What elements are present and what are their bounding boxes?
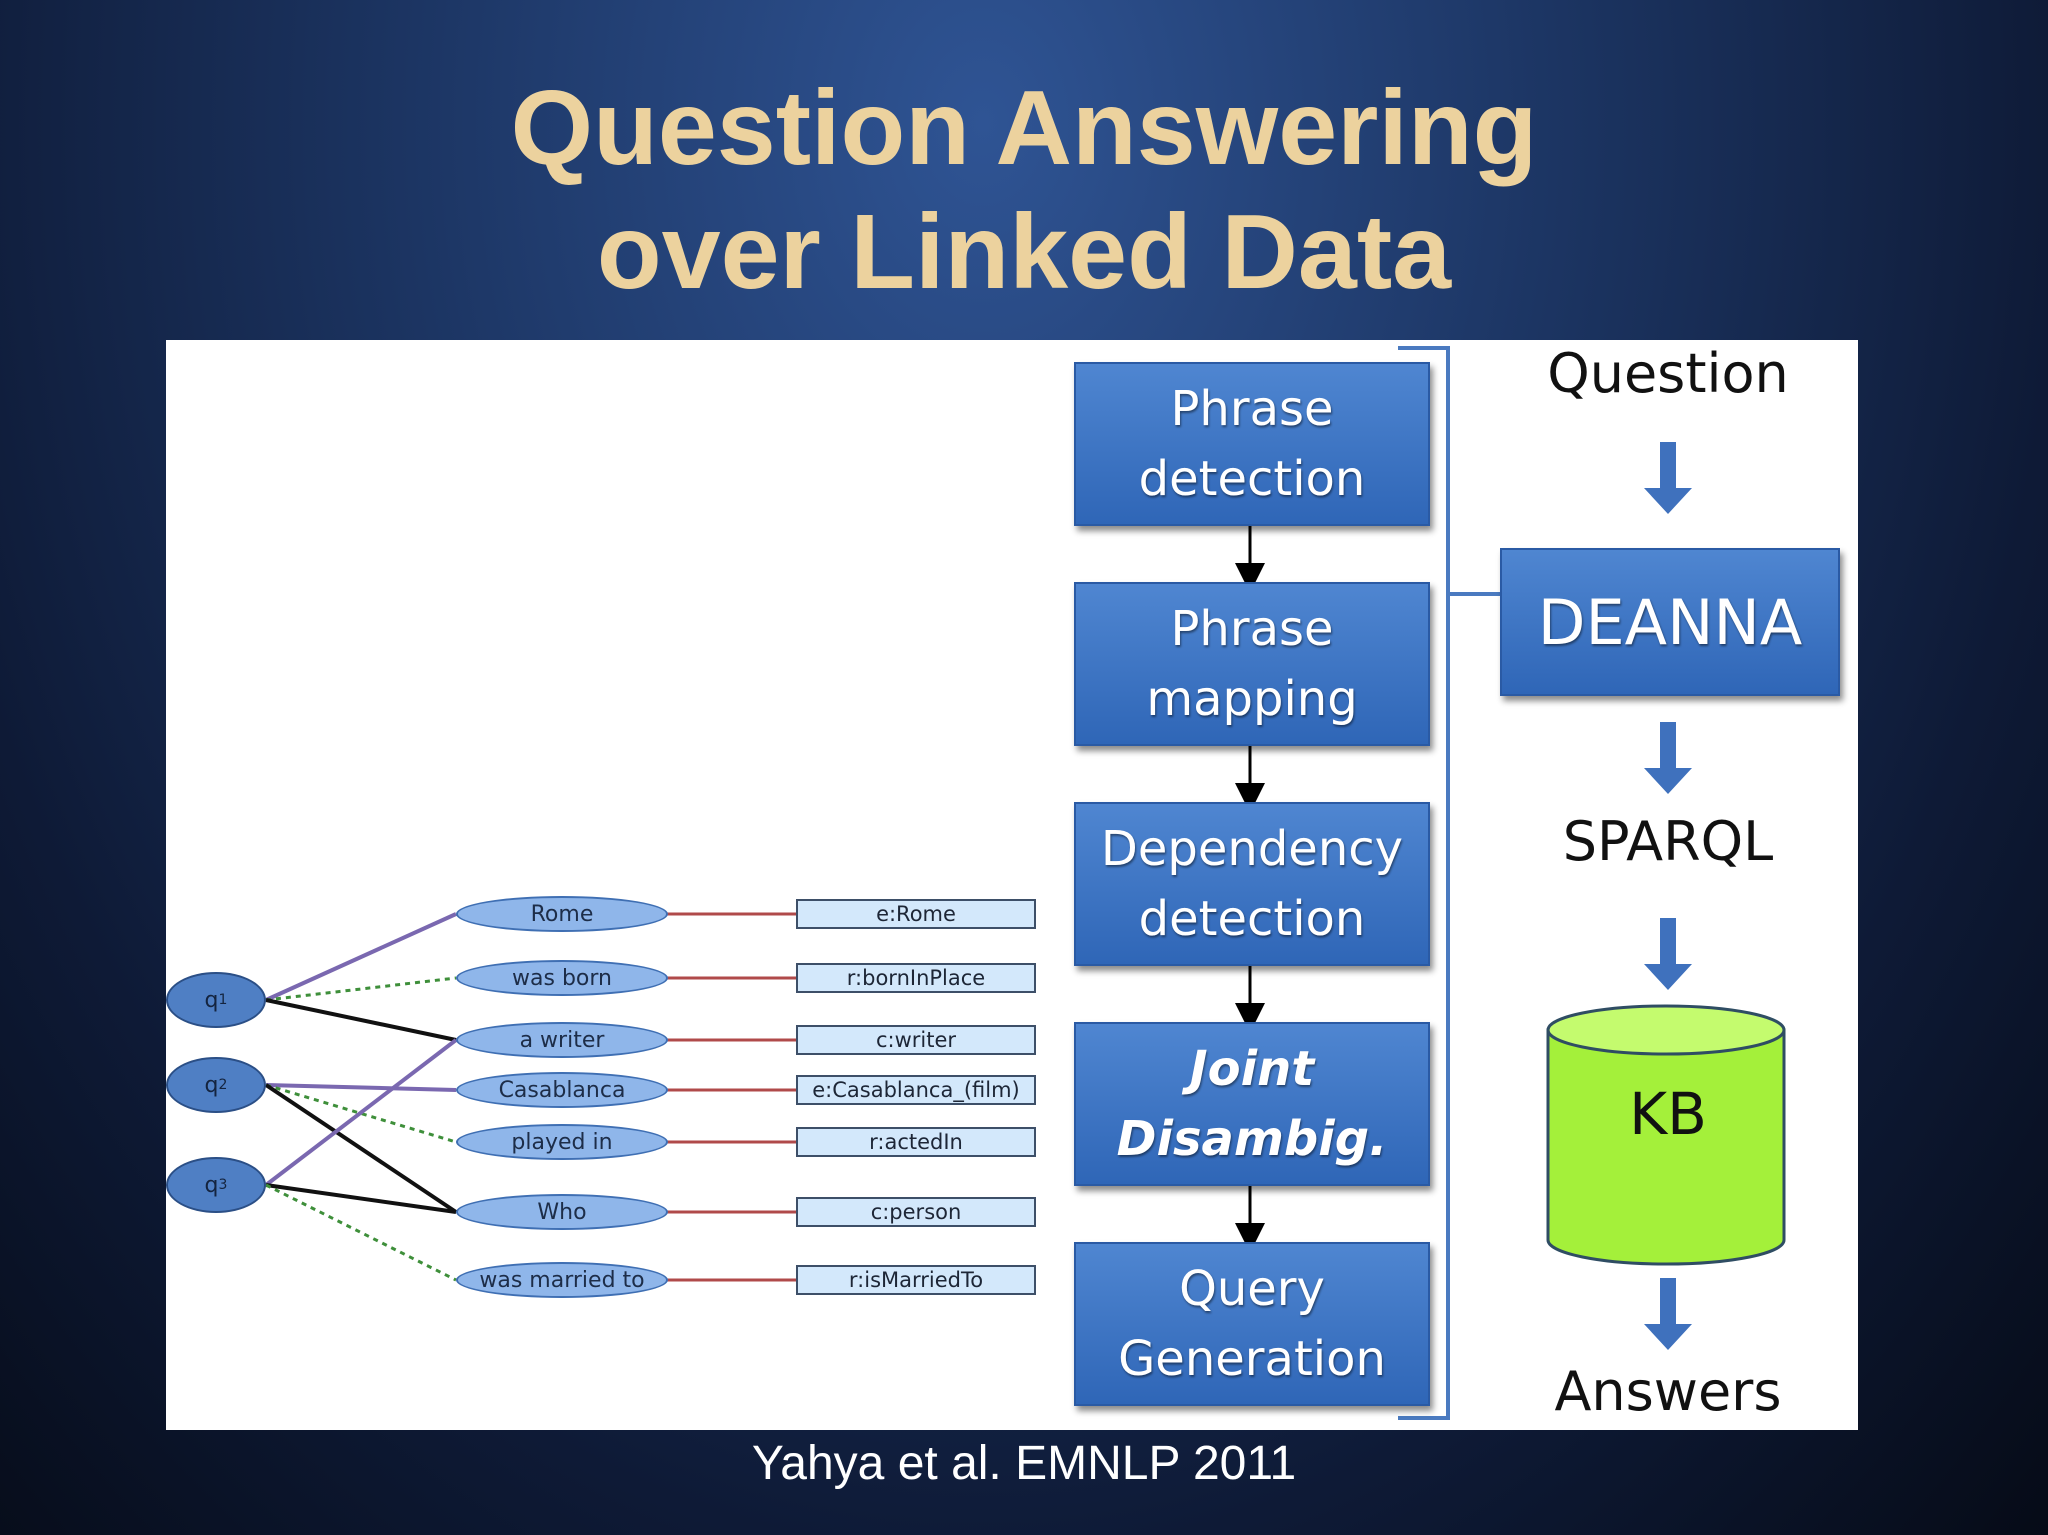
phrase-node: was married to [456, 1262, 668, 1298]
entity-node: e:Rome [796, 899, 1036, 929]
flow-sparql-label: SPARQL [1562, 810, 1774, 873]
entity-node: r:isMarriedTo [796, 1265, 1036, 1295]
pipeline-bracket [1398, 346, 1450, 1420]
arrow-question-deanna [1644, 442, 1692, 514]
entity-node: c:person [796, 1197, 1036, 1227]
phrase-node: Rome [456, 896, 668, 932]
phrase-node: Who [456, 1194, 668, 1230]
entity-node: r:actedIn [796, 1127, 1036, 1157]
title-line-2: over Linked Data [596, 193, 1452, 311]
kb-cylinder [1546, 1004, 1786, 1266]
phrase-node: a writer [456, 1022, 668, 1058]
slide-title: Question Answering over Linked Data [0, 66, 2048, 314]
question-phrase-links [264, 912, 458, 1282]
entity-node: c:writer [796, 1025, 1036, 1055]
phrase-entity-links [666, 912, 796, 1282]
phrase-node: was born [456, 960, 668, 996]
arrow-deanna-sparql [1644, 722, 1692, 794]
entity-node: e:Casablanca_(film) [796, 1075, 1036, 1105]
arrow-sparql-kb [1644, 918, 1692, 990]
kb-label: KB [1629, 1080, 1707, 1148]
title-line-1: Question Answering [510, 69, 1538, 187]
citation: Yahya et al. EMNLP 2011 [751, 1437, 1297, 1490]
arrow-kb-answers [1644, 1278, 1692, 1350]
phrase-node: Casablanca [456, 1072, 668, 1108]
diagram-connectors [264, 346, 1786, 1420]
deanna-system-box: DEANNA [1500, 548, 1840, 696]
flow-answers-label: Answers [1554, 1360, 1782, 1423]
entity-node: r:bornInPlace [796, 963, 1036, 993]
phrase-node: played in [456, 1124, 668, 1160]
flow-question-label: Question [1547, 342, 1789, 405]
